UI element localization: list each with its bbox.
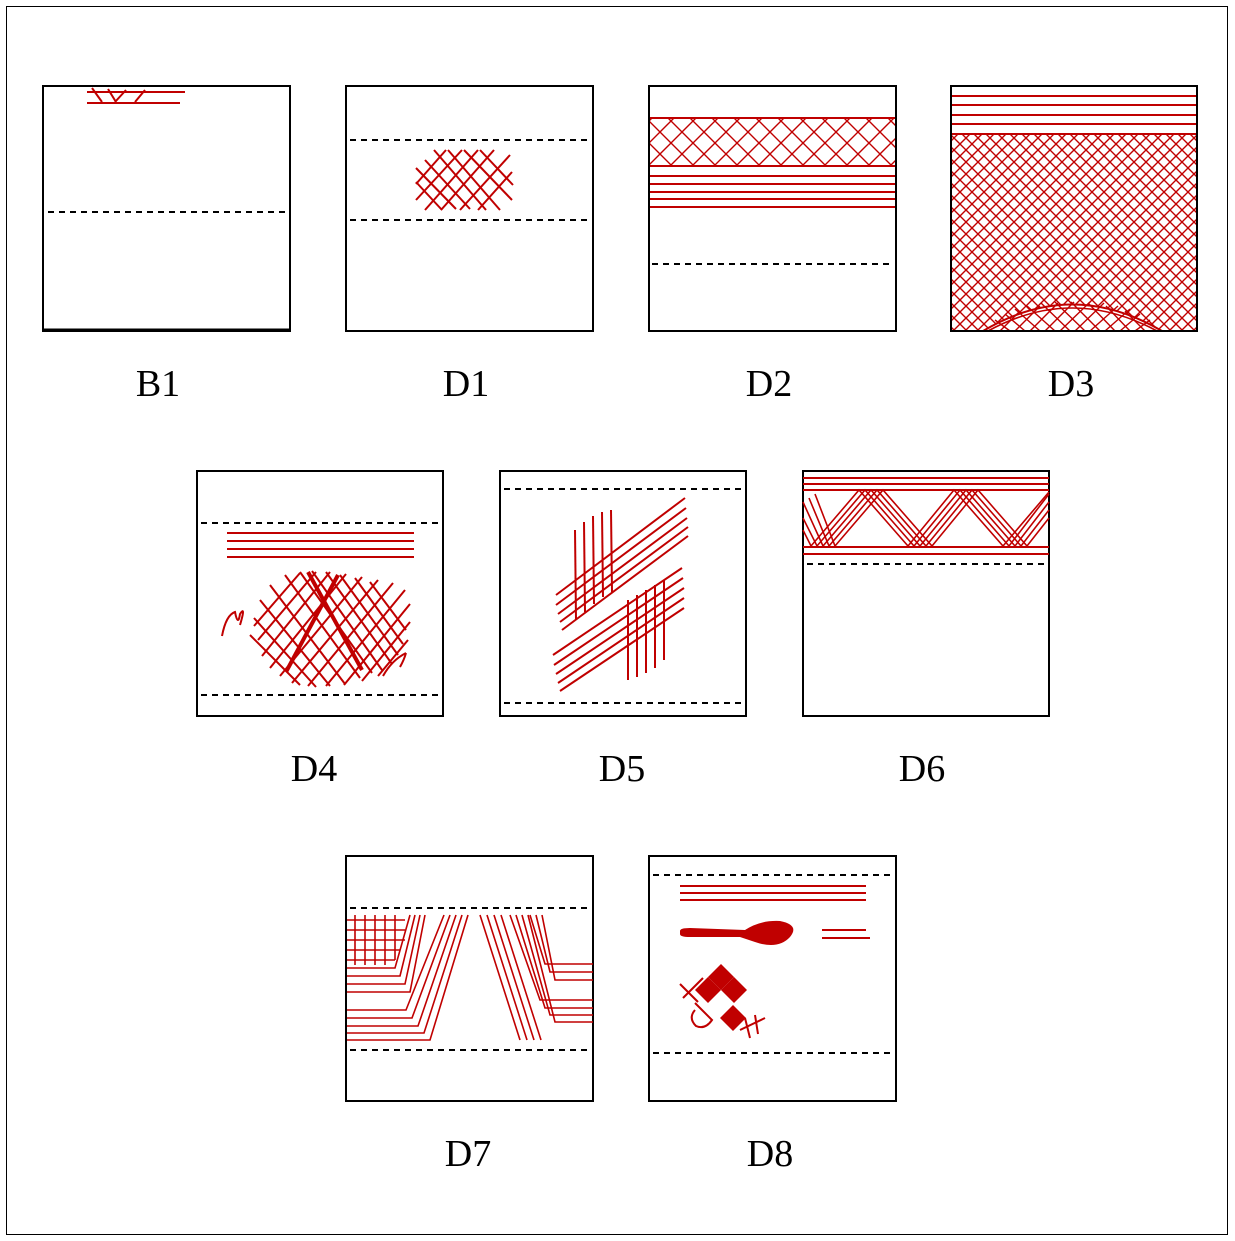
panel-label-d8: D8 bbox=[747, 1133, 793, 1175]
panel-label-d5: D5 bbox=[599, 748, 645, 790]
panel-label-d2: D2 bbox=[746, 363, 792, 405]
panel-d1: D1 bbox=[346, 86, 593, 405]
panel-d2: D2 bbox=[649, 86, 896, 405]
panel-label-b1: B1 bbox=[136, 363, 180, 405]
panel-d4: D4 bbox=[197, 471, 443, 790]
panel-d3: D3 bbox=[951, 86, 1197, 405]
panel-d8: D8 bbox=[649, 856, 896, 1175]
panel-label-d6: D6 bbox=[899, 748, 945, 790]
panel-b1: B1 bbox=[43, 86, 290, 405]
panel-d7: D7 bbox=[346, 856, 593, 1175]
panel-d6: D6 bbox=[803, 471, 1049, 790]
panel-label-d4: D4 bbox=[291, 748, 337, 790]
panel-label-d7: D7 bbox=[445, 1133, 491, 1175]
panel-label-d1: D1 bbox=[443, 363, 489, 405]
panel-label-d3: D3 bbox=[1048, 363, 1094, 405]
panel-d5: D5 bbox=[500, 471, 746, 790]
